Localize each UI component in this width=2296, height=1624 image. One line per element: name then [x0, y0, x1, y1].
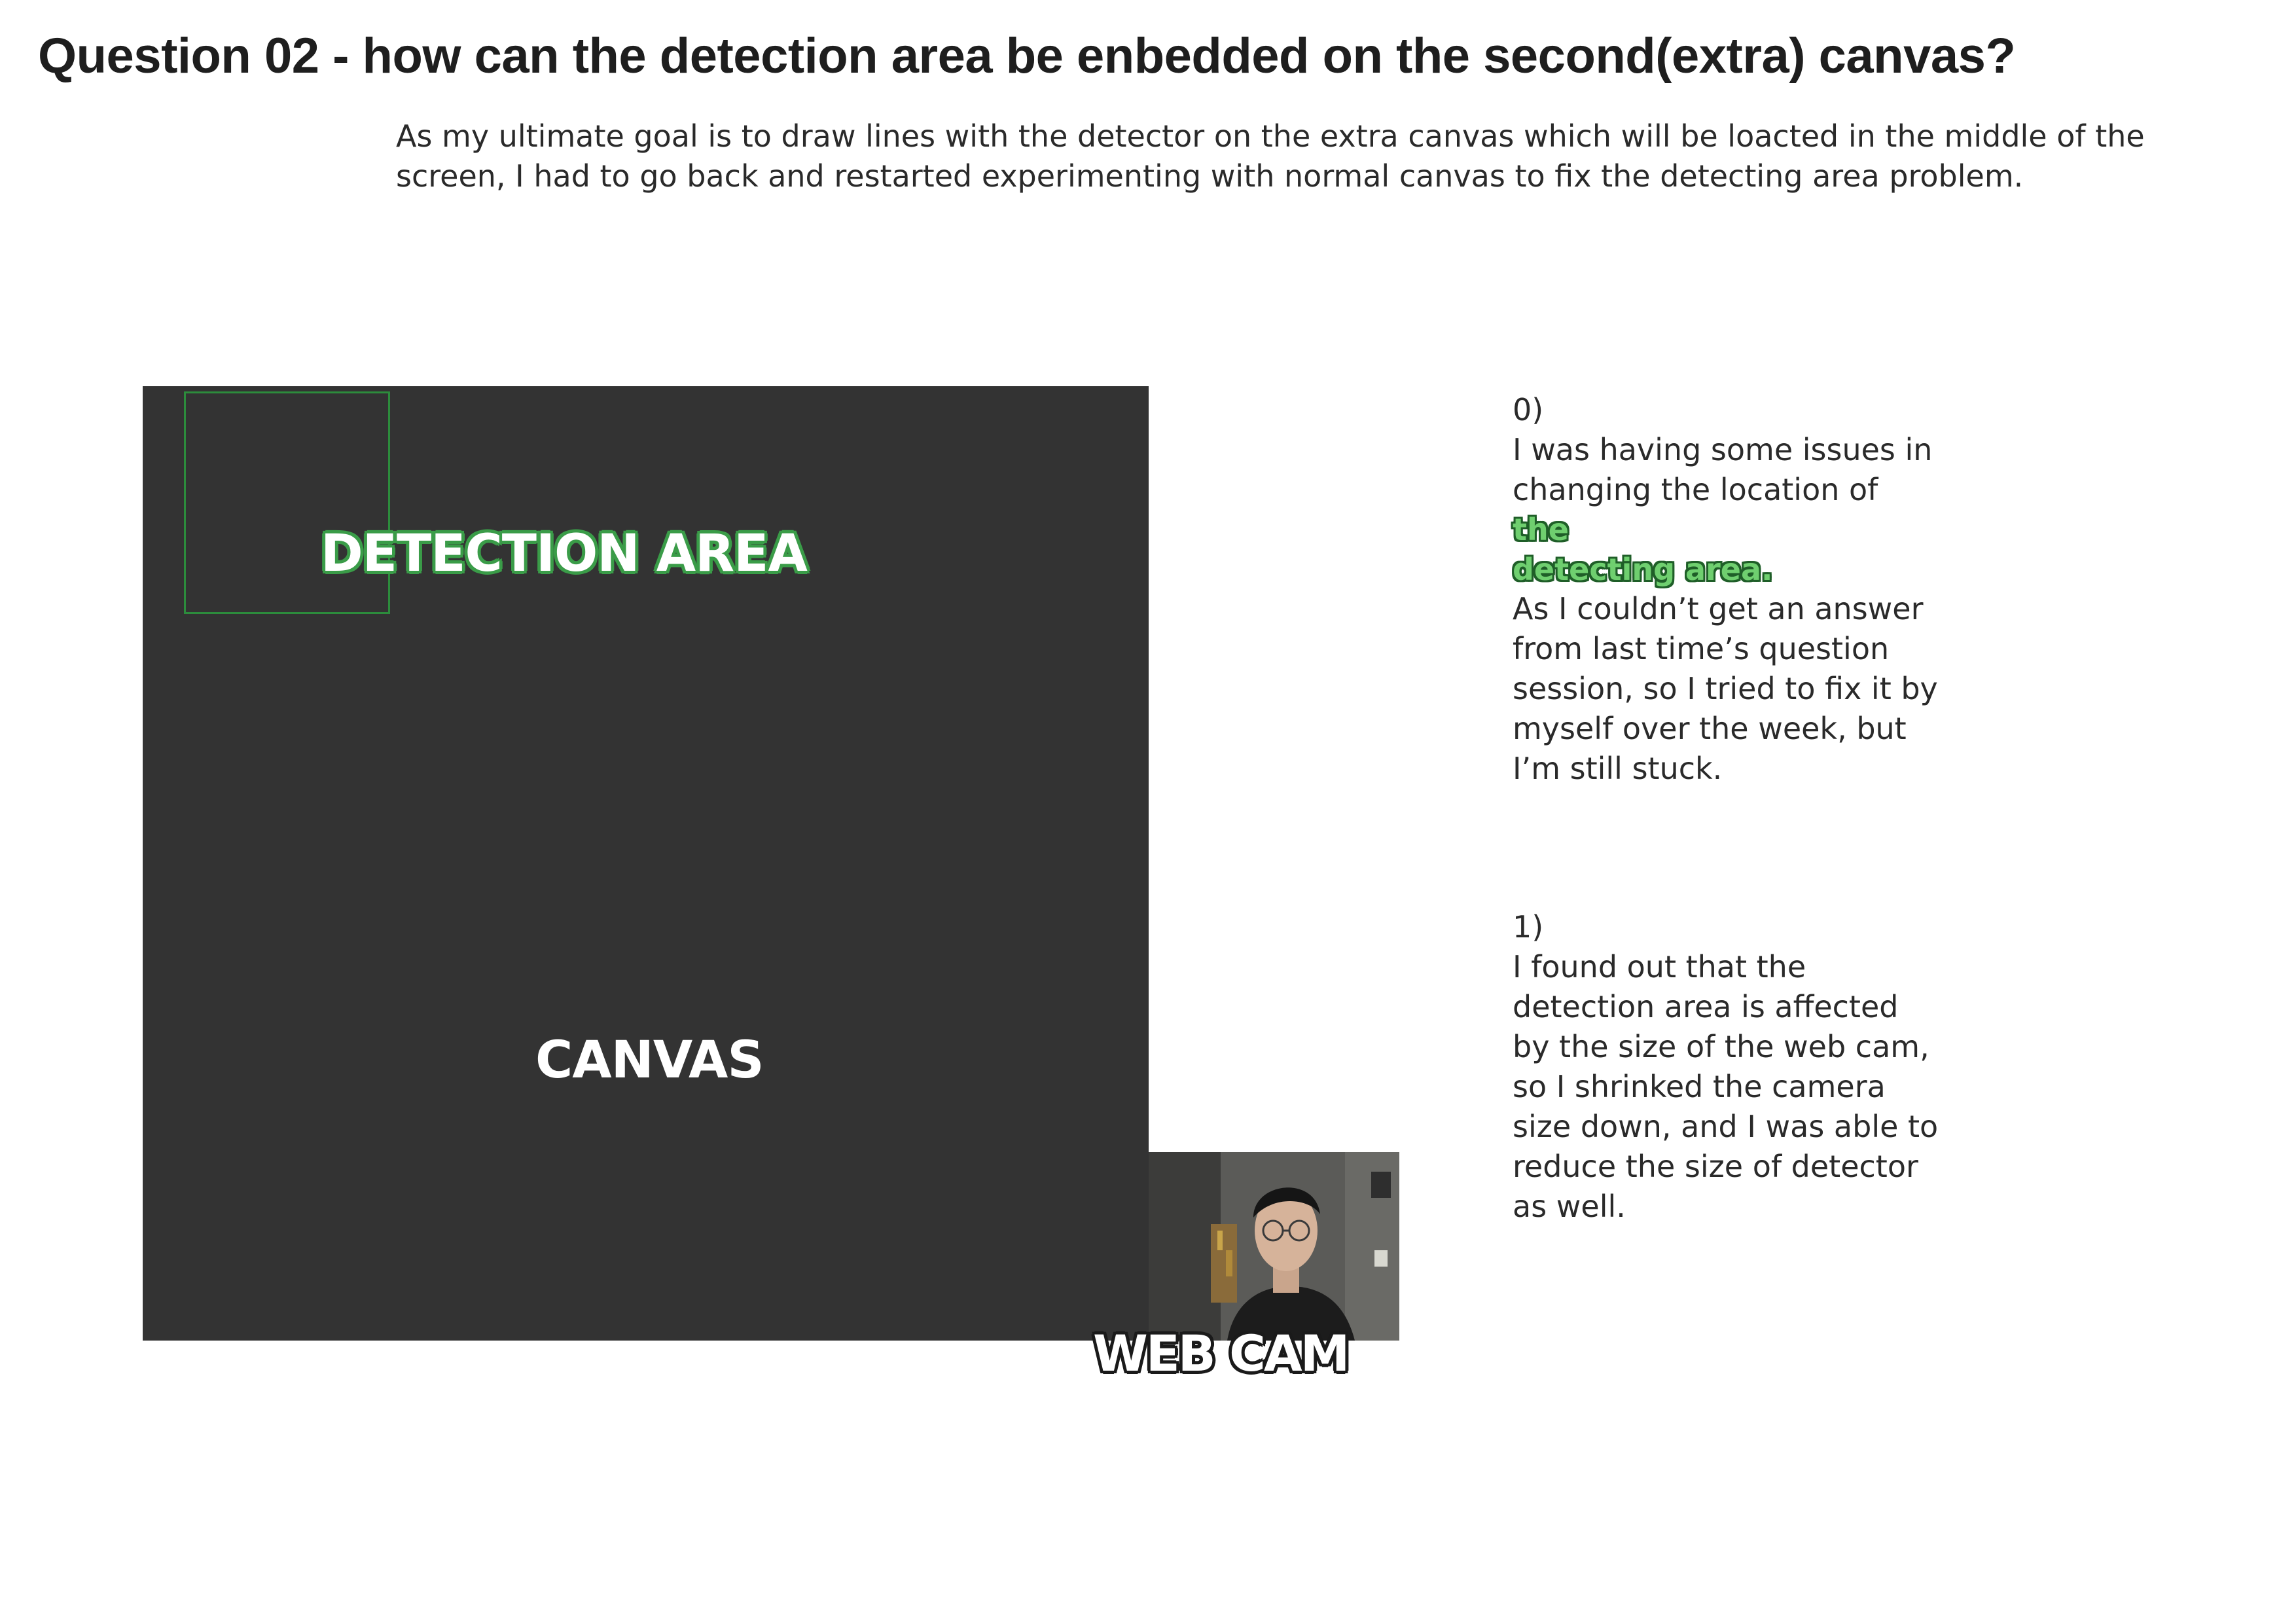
intro-line: screen, I had to go back and restarted e…: [396, 158, 2024, 194]
note-line: so I shrinked the camera: [1513, 1069, 1886, 1104]
intro-line: As my ultimate goal is to draw lines wit…: [396, 118, 2145, 154]
webcam-person-image: [1149, 1152, 1399, 1341]
canvas-area: DETECTION AREA CANVAS: [143, 386, 1149, 1341]
note-line: I was having some issues in: [1513, 432, 1933, 467]
note-number: 1): [1513, 909, 1544, 945]
note-line: by the size of the web cam,: [1513, 1029, 1929, 1064]
note-line: reduce the size of detector: [1513, 1149, 1918, 1184]
highlighted-text: detecting area.: [1513, 552, 1773, 587]
note-line: size down, and I was able to: [1513, 1109, 1939, 1144]
note-line: I found out that the: [1513, 949, 1806, 984]
note-line: detection area is affected: [1513, 989, 1899, 1024]
note-line: as well.: [1513, 1189, 1626, 1224]
note-number: 0): [1513, 392, 1544, 427]
detection-area-box: [184, 391, 390, 614]
note-line: from last time’s question: [1513, 631, 1890, 666]
note-text: changing the location of: [1513, 472, 1878, 507]
note-step-0: 0) I was having some issues in changing …: [1513, 390, 2010, 590]
note-line: detecting area.: [1513, 550, 2010, 590]
note-line: changing the location of the: [1513, 470, 2010, 550]
note-line: session, so I tried to fix it by: [1513, 671, 1938, 706]
note-step-0-followup: As I couldn’t get an answer from last ti…: [1513, 589, 2010, 789]
webcam-preview: [1149, 1152, 1399, 1341]
note-line: myself over the week, but: [1513, 711, 1907, 746]
highlighted-text: the: [1513, 512, 1569, 547]
page-title: Question 02 - how can the detection area…: [38, 28, 2016, 84]
note-line: As I couldn’t get an answer: [1513, 591, 1924, 626]
webcam-label: WEB CAM: [1093, 1324, 1350, 1382]
canvas-label: CANVAS: [535, 1031, 764, 1090]
note-step-1: 1) I found out that the detection area i…: [1513, 907, 2010, 1227]
detection-area-label: DETECTION AREA: [321, 524, 808, 583]
intro-paragraph: As my ultimate goal is to draw lines wit…: [396, 117, 2215, 196]
note-line: I’m still stuck.: [1513, 751, 1723, 786]
